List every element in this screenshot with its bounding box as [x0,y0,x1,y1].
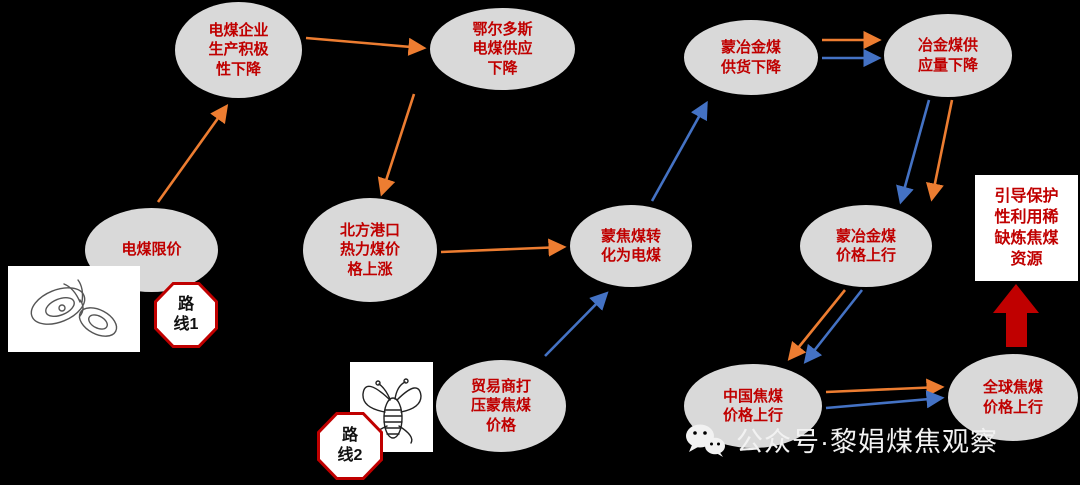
node-north-port-thermal-price-up: 北方港口热力煤价格上涨 [303,198,437,302]
arrow-pricecap-to-producer [156,104,229,203]
route-2-badge: 路 线2 [317,412,383,480]
arrow-producer-to-ordos [305,36,427,56]
node-producer-enthusiasm-down: 电煤企业生产积极性下降 [175,2,302,98]
butterfly-image-1 [8,266,140,352]
scarce-resource-annotation-text: 引导保护性利用稀缺炼焦煤资源 [994,187,1059,269]
node-china-coking-price-up-label: 中国焦煤价格上行 [722,387,783,425]
node-global-coking-price-up: 全球焦煤价格上行 [948,354,1078,441]
node-mongolian-met-price-up: 蒙冶金煤价格上行 [800,205,932,287]
node-north-port-thermal-price-up-label: 北方港口热力煤价格上涨 [339,221,400,278]
route-2-label: 路 线2 [337,427,363,464]
arrow-port-to-conversion [440,238,567,257]
node-mongolian-met-supply-down: 蒙冶金煤供货下降 [684,20,818,95]
route-1-label: 路 线1 [173,296,199,333]
scarce-resource-annotation-box: 引导保护性利用稀缺炼焦煤资源 [975,175,1078,281]
node-traders-suppress-price: 贸易商打压蒙焦煤价格 [436,360,566,452]
node-mongolian-met-price-up-label: 蒙冶金煤价格上行 [835,227,896,265]
arrow-traders-to-conversion [544,291,609,357]
node-met-supply-volume-down: 冶金煤供应量下降 [884,14,1012,97]
node-traders-suppress-price-label: 贸易商打压蒙焦煤价格 [470,377,531,434]
route-2-badge-inner: 路 线2 [320,415,380,477]
watermark: 公众号·黎娟煤焦观察 [684,420,998,459]
node-mongolian-coking-converted: 蒙焦煤转化为电煤 [570,205,692,287]
node-ordos-thermal-supply-down-label: 鄂尔多斯电煤供应下降 [472,20,533,77]
route-1-badge: 路 线1 [154,282,218,348]
arrow-conversion-to-mongol-supply [650,100,708,202]
wechat-icon [686,424,725,457]
arrow-china-to-global-blue [825,390,945,410]
node-met-supply-volume-down-label: 冶金煤供应量下降 [917,37,978,74]
node-mongolian-met-supply-down-label: 蒙冶金煤供货下降 [720,39,781,76]
node-global-coking-price-up-label: 全球焦煤价格上行 [982,379,1043,416]
butterfly-clipart-icon [361,378,422,444]
scarce-resource-up-arrow [993,284,1039,347]
node-coal-price-cap-label: 电煤限价 [121,241,182,259]
arrow-mongol-price-to-china-blue [803,289,864,364]
watermark-text: 公众号·黎娟煤焦观察 [736,427,998,457]
route-1-badge-inner: 路 线1 [157,285,215,345]
arrow-china-to-global-orange [825,378,945,397]
arrow-met-supply-to-mongol-price-blue [896,99,931,205]
node-producer-enthusiasm-down-label: 电煤企业生产积极性下降 [208,21,269,78]
arrow-met-supply-to-mongol-price-orange [925,99,954,202]
node-mongolian-coking-converted-label: 蒙焦煤转化为电煤 [600,227,661,265]
arrow-ordos-to-port [377,93,416,197]
butterfly-line-art-icon [30,279,118,337]
arrow-mongol-price-to-china-orange [787,289,847,361]
node-ordos-thermal-supply-down: 鄂尔多斯电煤供应下降 [430,8,575,90]
